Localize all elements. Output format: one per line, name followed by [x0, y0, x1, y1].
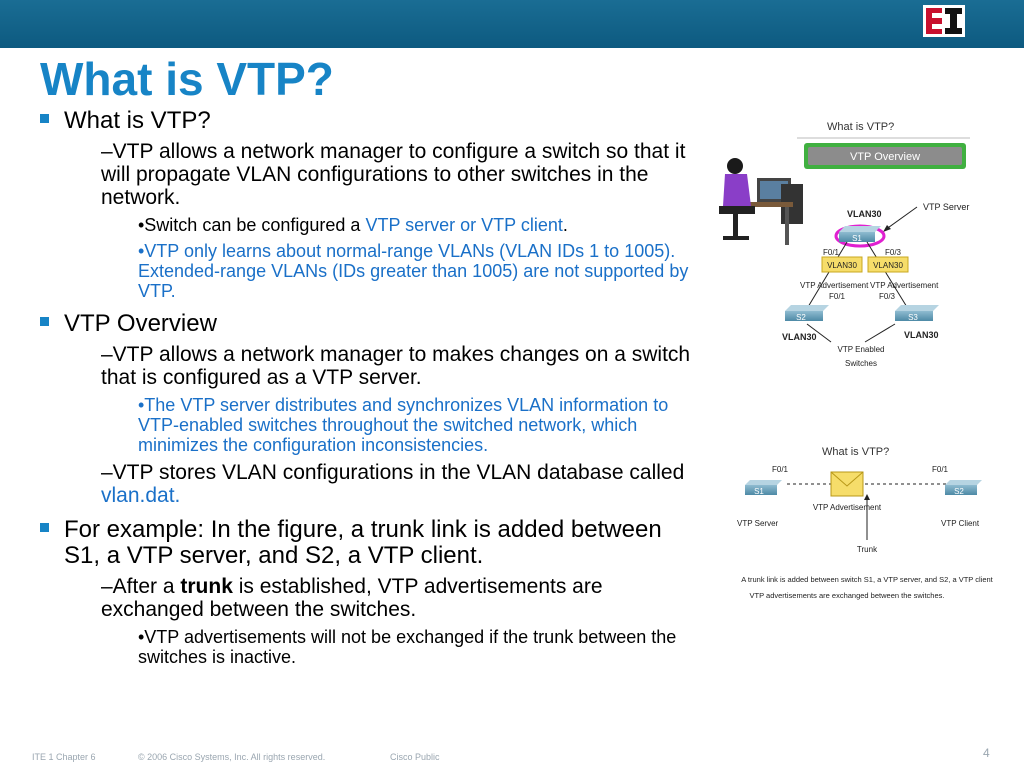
port-label-left: F0/1 — [772, 465, 789, 474]
sub-bullet-propagate: –VTP allows a network manager to configu… — [101, 140, 686, 209]
trunk-label: Trunk — [857, 545, 878, 554]
switch-s1-label: S1 — [754, 487, 764, 496]
square-bullet-icon — [40, 523, 49, 532]
vlan-label-right: VLAN30 — [904, 330, 939, 340]
bullet-for-example: For example: In the figure, a trunk link… — [38, 517, 703, 569]
envelope-right-label: VLAN30 — [873, 261, 903, 270]
sub-sub-bullet-trunk-inactive: •VTP advertisements will not be exchange… — [138, 627, 677, 667]
vlan-envelope-right — [867, 256, 909, 273]
admin-workstation-icon — [719, 158, 803, 245]
footer-copyright: © 2006 Cisco Systems, Inc. All rights re… — [138, 752, 326, 762]
footer-course: ITE 1 Chapter 6 — [32, 752, 96, 762]
envelope-icon — [830, 471, 864, 497]
vtp-advertisement-label-right: VTP Advertisement — [870, 281, 939, 290]
figure2-heading: What is VTP? — [822, 446, 889, 458]
figure2-caption-1: A trunk link is added between switch S1,… — [741, 575, 993, 584]
vtp-overview-button-label: VTP Overview — [850, 151, 920, 163]
sub-bullet-trunk-established: –After a trunk is established, VTP adver… — [101, 575, 603, 621]
vtp-overview-button[interactable]: VTP Overview — [804, 143, 966, 169]
switch-s2-icon — [785, 305, 829, 321]
vtp-enabled-label-2: Switches — [845, 359, 877, 368]
switch-s1-label: S1 — [852, 234, 862, 243]
port-label-bottom-right: F0/3 — [879, 292, 896, 301]
port-label-bottom-left: F0/1 — [829, 292, 846, 301]
port-label-top-left: F0/1 — [823, 248, 840, 257]
vtp-client-label: VTP Client — [941, 519, 980, 528]
switch-s2-label: S2 — [954, 487, 964, 496]
square-bullet-icon — [40, 114, 49, 123]
vtp-server-label: VTP Server — [737, 519, 779, 528]
switch-s3-icon — [895, 305, 939, 321]
ei-logo-icon — [923, 5, 965, 37]
trunk-link-figure: What is VTP? F0/1 F0/1 S1 S2 VTP Adverti… — [737, 446, 994, 600]
square-bullet-icon — [40, 317, 49, 326]
vtp-overview-figure: What is VTP? VTP Overview VTP Server VLA… — [719, 121, 970, 368]
port-label-top-right: F0/3 — [885, 248, 902, 257]
footer-classification: Cisco Public — [390, 752, 440, 762]
vlan-label-left: VLAN30 — [782, 332, 817, 342]
figure1-heading: What is VTP? — [827, 121, 894, 133]
sub-sub-bullet-server-client: •Switch can be configured a VTP server o… — [138, 215, 568, 235]
envelope-left-label: VLAN30 — [827, 261, 857, 270]
slide-title: What is VTP? — [40, 53, 334, 105]
vtp-enabled-label: VTP Enabled — [838, 345, 885, 354]
slide-content: What is VTP? –VTP allows a network manag… — [38, 108, 703, 673]
vtp-advertisement-label-left: VTP Advertisement — [800, 281, 869, 290]
bullet-what-is-vtp: What is VTP? — [38, 108, 703, 134]
sub-bullet-vtp-server-changes: –VTP allows a network manager to makes c… — [101, 343, 691, 389]
vlan-label-top: VLAN30 — [847, 209, 882, 219]
bullet-vtp-overview: VTP Overview — [38, 311, 703, 337]
page-number: 4 — [983, 746, 990, 760]
sub-sub-bullet-distributes: •The VTP server distributes and synchron… — [138, 395, 669, 455]
vtp-advertisement-label: VTP Advertisement — [813, 503, 882, 512]
port-label-right: F0/1 — [932, 465, 949, 474]
switch-s2-icon — [945, 480, 982, 495]
switch-s2-label: S2 — [796, 313, 806, 322]
vlan-envelope-left — [821, 256, 863, 273]
top-banner — [0, 0, 1024, 48]
vtp-server-label: VTP Server — [923, 202, 969, 212]
switch-s1-icon — [745, 480, 782, 495]
switch-s1-icon — [839, 226, 881, 242]
sub-sub-bullet-normal-range: •VTP only learns about normal-range VLAN… — [138, 241, 689, 301]
switch-s3-label: S3 — [908, 313, 918, 322]
sub-bullet-vlan-dat: –VTP stores VLAN configurations in the V… — [101, 461, 685, 507]
figure2-caption-2: VTP advertisements are exchanged between… — [750, 591, 945, 600]
